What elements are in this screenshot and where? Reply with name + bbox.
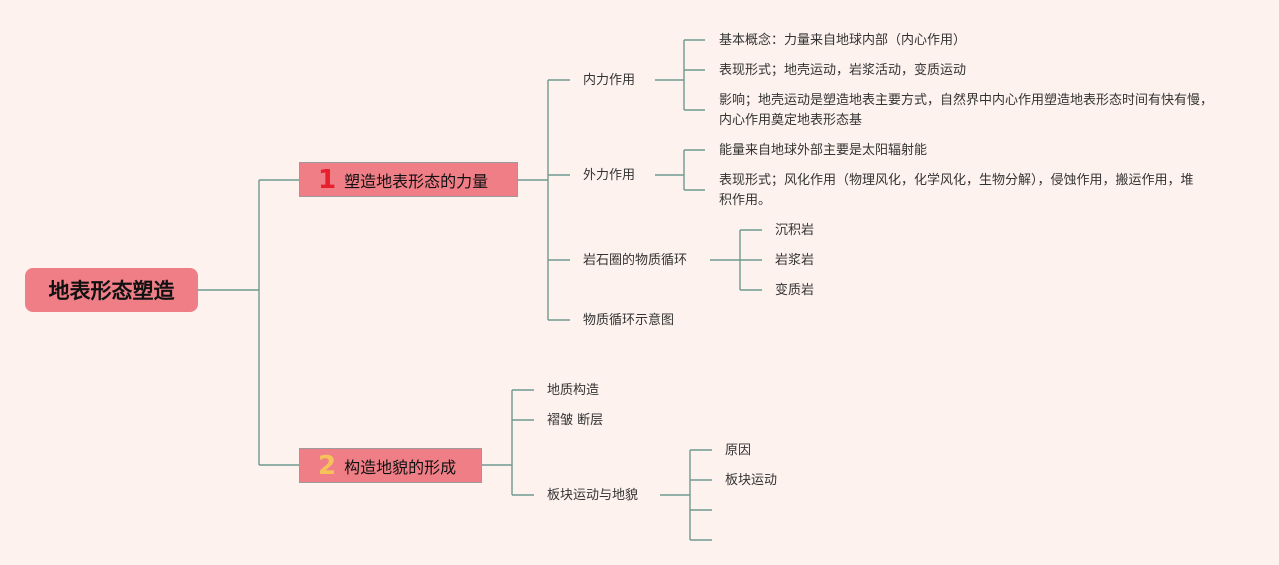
outer-force-node[interactable]: 外力作用 (583, 168, 636, 183)
fold-fault-node[interactable]: 褶皱 断层 (547, 413, 604, 428)
inner-item-concept[interactable]: 基本概念：力量来自地球内部（内心作用） (719, 33, 967, 48)
rock-item-metamorphic[interactable]: 变质岩 (775, 283, 815, 298)
root-label: 地表形态塑造 (48, 279, 175, 303)
inner-item-forms[interactable]: 表现形式；地壳运动，岩浆活动，变质运动 (719, 63, 967, 78)
branch-1-node[interactable]: 1 塑造地表形态的力量 (299, 162, 518, 197)
plate-item-cause[interactable]: 原因 (725, 443, 752, 458)
rock-item-igneous[interactable]: 岩浆岩 (775, 253, 815, 268)
inner-force-node[interactable]: 内力作用 (583, 73, 636, 88)
outer-item-energy[interactable]: 能量来自地球外部主要是太阳辐射能 (719, 143, 928, 158)
number-1-badge: 1 (318, 164, 337, 195)
cycle-diagram-node[interactable]: 物质循环示意图 (583, 313, 675, 328)
root-node[interactable]: 地表形态塑造 (25, 268, 198, 312)
branch-1-label: 塑造地表形态的力量 (344, 171, 489, 191)
rock-item-sedimentary[interactable]: 沉积岩 (775, 223, 815, 238)
rock-cycle-node[interactable]: 岩石圈的物质循环 (583, 253, 688, 268)
number-2-badge: 2 (318, 450, 337, 481)
outer-item-forms[interactable]: 表现形式；风化作用（物理风化，化学风化，生物分解），侵蚀作用，搬运作用，堆积作用… (719, 173, 1194, 208)
plate-landform-node[interactable]: 板块运动与地貌 (547, 488, 639, 503)
branch-2-label: 构造地貌的形成 (344, 457, 457, 477)
branch-2-node[interactable]: 2 构造地貌的形成 (299, 448, 482, 483)
geologic-structure-node[interactable]: 地质构造 (547, 383, 600, 398)
plate-item-motion[interactable]: 板块运动 (725, 473, 778, 488)
inner-item-influence[interactable]: 影响；地壳运动是塑造地表主要方式，自然界中内心作用塑造地表形态时间有快有慢，内心… (719, 93, 1214, 128)
